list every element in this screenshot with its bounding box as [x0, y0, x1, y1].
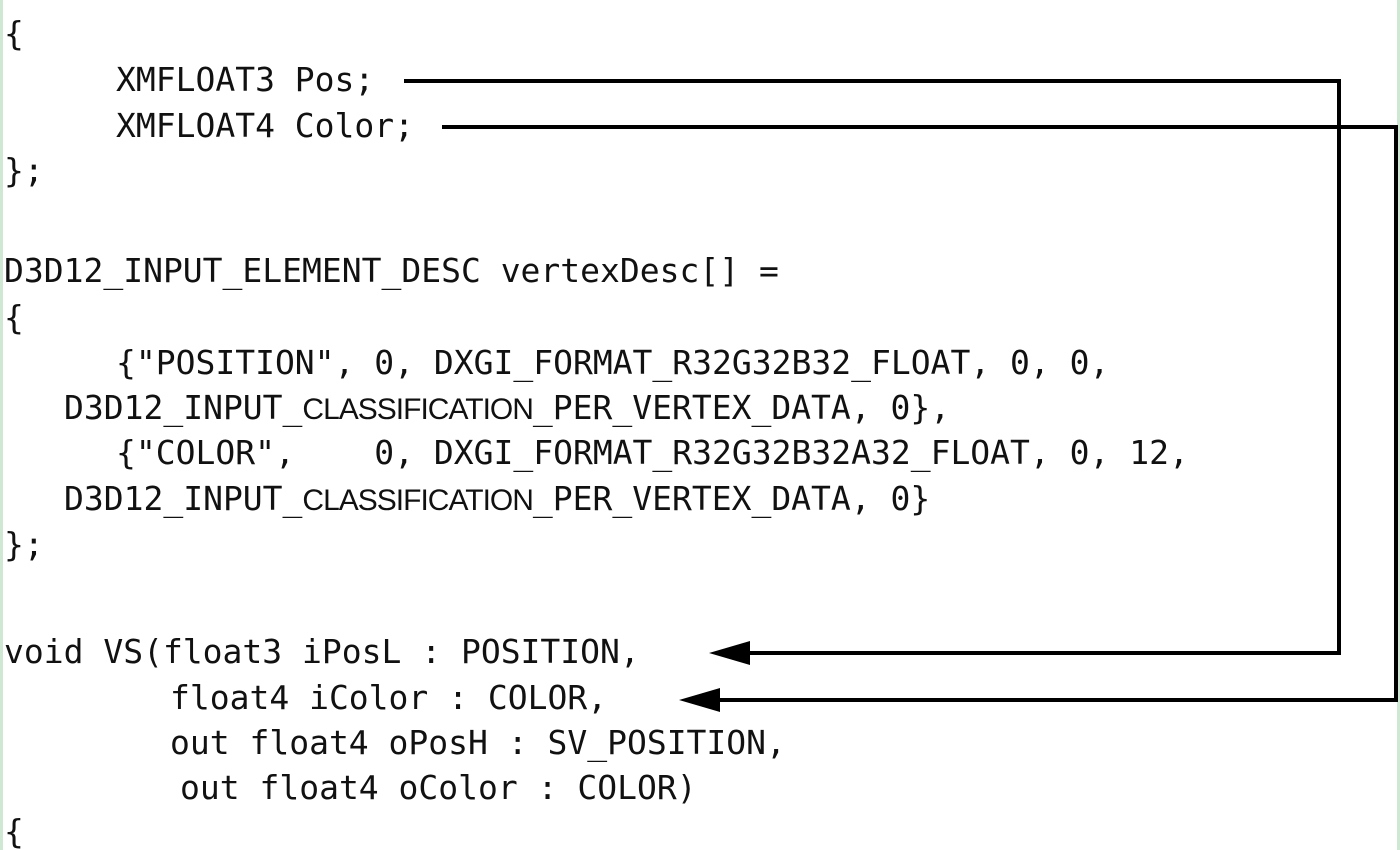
code-line-position-element: {"POSITION", 0, DXGI_FORMAT_R32G32B32_FL…	[116, 343, 1110, 382]
code-line-color-element: {"COLOR", 0, DXGI_FORMAT_R32G32B32A32_FL…	[116, 433, 1189, 472]
classification-prefix: D3D12_INPUT_	[64, 479, 303, 518]
position-arrowhead	[709, 641, 750, 665]
classification-word: CLASSIFICATION	[302, 393, 533, 426]
code-line-icolor-param: float4 iColor : COLOR,	[170, 678, 608, 717]
code-line-ocolor-param: out float4 oColor : COLOR)	[180, 768, 697, 807]
classification-suffix: _PER_VERTEX_DATA, 0}	[532, 479, 931, 518]
left-border	[0, 0, 3, 850]
code-line-oposh-param: out float4 oPosH : SV_POSITION,	[170, 723, 786, 762]
color-arrowhead	[679, 688, 720, 712]
classification-prefix: D3D12_INPUT_	[64, 388, 303, 427]
right-border	[1397, 0, 1400, 850]
code-line-pos-field: XMFLOAT3 Pos;	[116, 60, 375, 99]
code-line-close-brace-2: };	[4, 525, 44, 564]
code-line-open-brace-1: {	[4, 14, 24, 53]
code-line-vs-signature: void VS(float3 iPosL : POSITION,	[4, 632, 640, 671]
pos-to-position-connector	[404, 79, 1341, 655]
code-line-position-classification: D3D12_INPUT_CLASSIFICATION_PER_VERTEX_DA…	[64, 388, 950, 430]
code-line-close-brace-1: };	[4, 151, 44, 190]
code-line-color-classification: D3D12_INPUT_CLASSIFICATION_PER_VERTEX_DA…	[64, 479, 930, 521]
classification-suffix: _PER_VERTEX_DATA, 0},	[532, 388, 951, 427]
color-to-icolor-connector	[442, 125, 1398, 702]
classification-word: CLASSIFICATION	[302, 484, 533, 517]
code-line-open-brace-3: {	[4, 812, 24, 850]
code-line-color-field: XMFLOAT4 Color;	[116, 106, 415, 145]
code-line-vertex-desc-decl: D3D12_INPUT_ELEMENT_DESC vertexDesc[] =	[4, 251, 779, 290]
code-line-open-brace-2: {	[4, 298, 24, 337]
